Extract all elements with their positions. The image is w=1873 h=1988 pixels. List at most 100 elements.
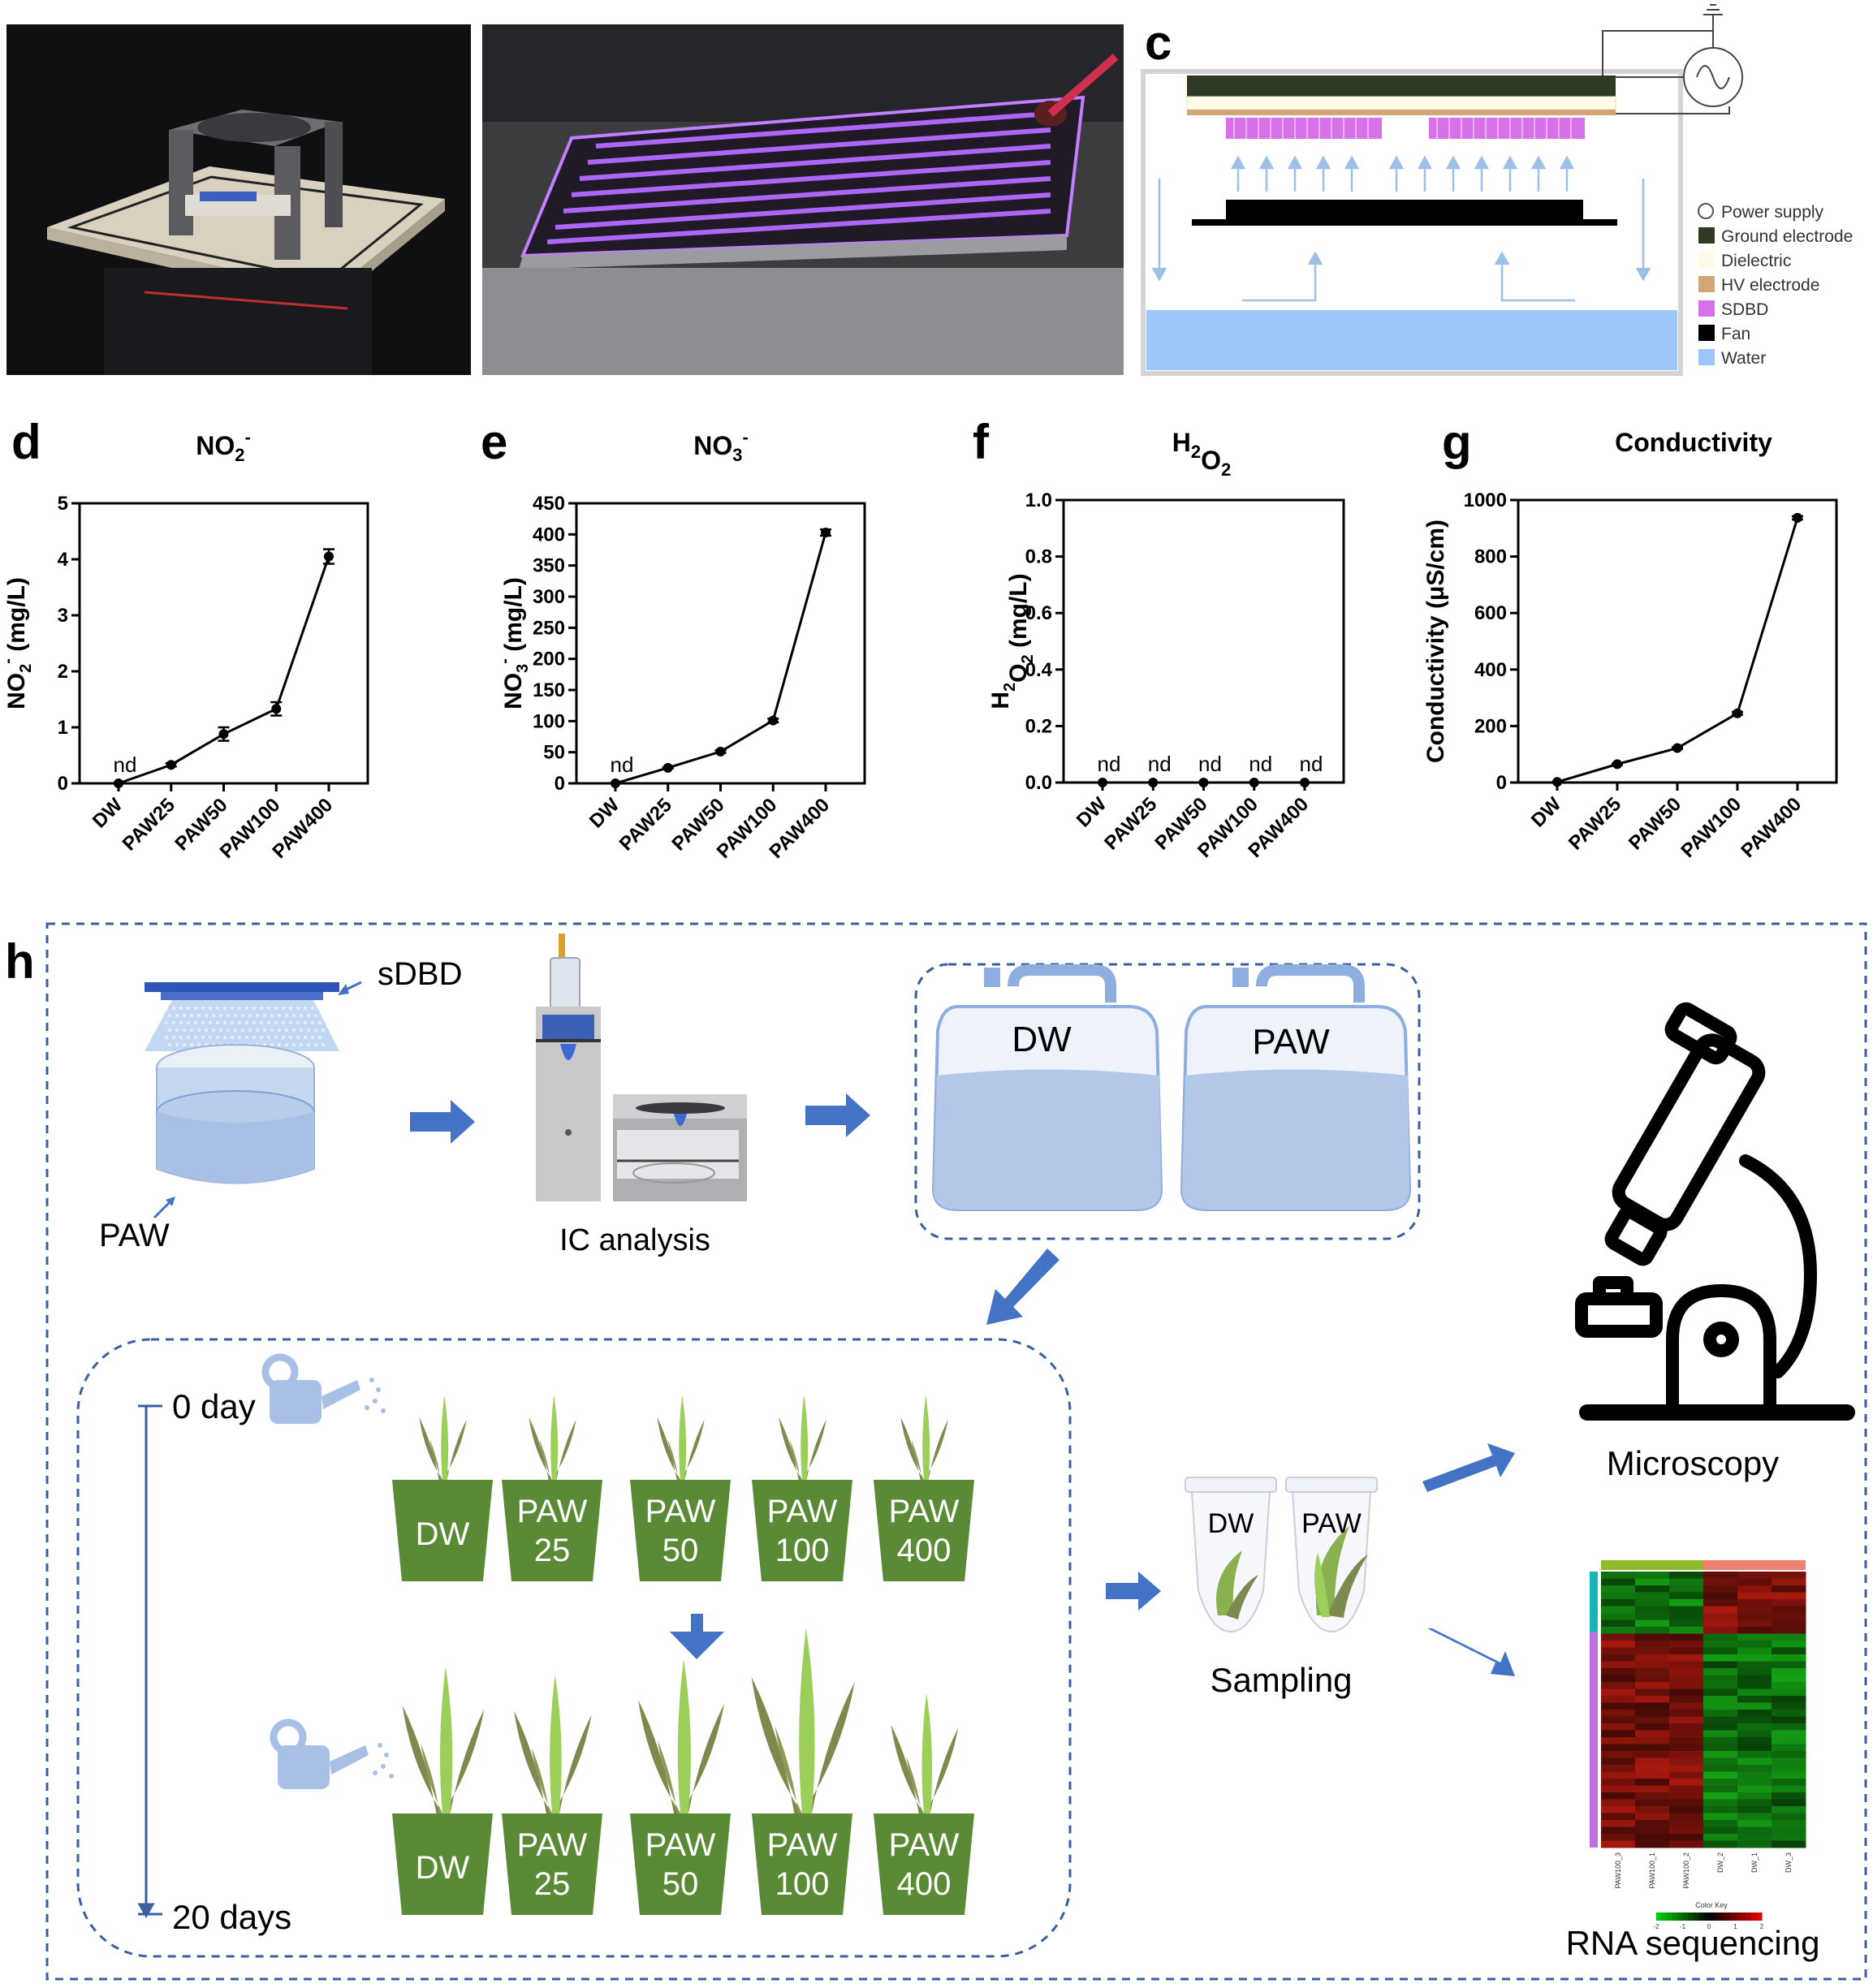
- heatmap-cell: [1737, 1779, 1772, 1786]
- leaf: [657, 1417, 680, 1480]
- heatmap-cell: [1772, 1737, 1806, 1744]
- data-point: [821, 528, 831, 538]
- heatmap-col-label: PAW100_3: [1614, 1852, 1622, 1889]
- heatmap-cell: [1703, 1826, 1738, 1835]
- heatmap-cell: [1601, 1826, 1636, 1835]
- heatmap-key-cell: [1672, 1913, 1678, 1921]
- heatmap-cell: [1669, 1702, 1704, 1710]
- heatmap-cell: [1772, 1688, 1806, 1697]
- plasma-dot: [197, 1014, 201, 1017]
- heatmap-cell: [1737, 1792, 1772, 1800]
- heatmap-cell: [1635, 1737, 1670, 1744]
- x-tick-label: DW: [1072, 793, 1111, 832]
- paw-label: PAW: [99, 1218, 170, 1253]
- heatmap-cell: [1703, 1806, 1738, 1813]
- data-point: [1148, 778, 1159, 787]
- heatmap-cell: [1703, 1834, 1738, 1841]
- heatmap-key-cell: [1703, 1913, 1710, 1921]
- heatmap-cell: [1635, 1751, 1670, 1758]
- plasma-dot: [296, 1007, 300, 1010]
- plasma-dot: [216, 1007, 219, 1010]
- y-tick-label: 2: [58, 661, 68, 683]
- plasma-dot: [296, 1021, 300, 1024]
- data-point: [1672, 743, 1682, 753]
- plasma-dot: [260, 1007, 263, 1010]
- plasma-dot: [183, 1028, 186, 1032]
- heatmap-cell: [1703, 1710, 1738, 1717]
- electrode-photo: [482, 24, 1124, 375]
- annotation-nd: nd: [1300, 752, 1323, 776]
- heatmap-cell: [1601, 1585, 1636, 1593]
- leaf: [552, 1714, 592, 1813]
- heatmap-cell: [1669, 1840, 1704, 1848]
- heatmap-cell: [1635, 1744, 1670, 1752]
- heatmap-cell: [1635, 1779, 1670, 1786]
- y-tick-label: 3: [58, 605, 68, 627]
- plant-pot: [630, 1480, 731, 1581]
- x-tick-label: PAW25: [1100, 793, 1161, 854]
- heatmap-cell: [1703, 1682, 1738, 1689]
- heatmap-cell: [1703, 1757, 1738, 1766]
- leaf: [801, 1395, 809, 1480]
- heatmap-cell: [1703, 1737, 1738, 1744]
- pot-label: PAW: [645, 1494, 716, 1529]
- y-tick-label: 4: [58, 549, 69, 571]
- heatmap-group-bar: [1601, 1560, 1703, 1570]
- heatmap-cluster-bar: [1590, 1632, 1598, 1848]
- heatmap-cell: [1772, 1647, 1806, 1655]
- heatmap-cell: [1635, 1627, 1670, 1634]
- annotation-nd: nd: [611, 753, 634, 777]
- plasma-dot: [318, 1036, 322, 1039]
- plasma-dot: [209, 1021, 212, 1024]
- heatmap-cell: [1601, 1613, 1636, 1620]
- leaf: [677, 1659, 691, 1813]
- leaf: [799, 1628, 815, 1813]
- pot-label: PAW: [645, 1827, 716, 1863]
- airflow-arrowhead: [1287, 155, 1303, 170]
- jug-dw: [931, 964, 1163, 1211]
- leaf: [802, 1682, 855, 1813]
- plasma-dot: [252, 1007, 256, 1010]
- watering-can-icon-1: [261, 1353, 386, 1424]
- heatmap-cell: [1669, 1779, 1704, 1786]
- heatmap-cell: [1772, 1779, 1806, 1786]
- series-line: [118, 556, 330, 785]
- heatmap-cell: [1635, 1641, 1670, 1648]
- heatmap-cell: [1737, 1737, 1772, 1744]
- heatmap-cell: [1772, 1785, 1806, 1793]
- plasma-dot: [311, 1021, 314, 1024]
- x-tick-label: DW: [585, 794, 624, 833]
- legend-label: Power supply: [1721, 203, 1824, 222]
- plasma-dot: [256, 1014, 259, 1017]
- plasma-treatment-icon: [145, 981, 362, 1219]
- pot-label: 100: [775, 1866, 830, 1902]
- heatmap-cell: [1669, 1785, 1704, 1793]
- y-tick-label: 100: [533, 710, 565, 732]
- heatmap-cell: [1669, 1820, 1704, 1827]
- time-end-label: 20 days: [172, 1898, 291, 1936]
- heatmap-cell: [1737, 1641, 1772, 1648]
- pot-label: 50: [662, 1866, 699, 1902]
- plasma-dot: [252, 1021, 256, 1024]
- y-tick-label: 250: [533, 617, 565, 639]
- jug-dw-label: DW: [1012, 1020, 1072, 1059]
- plasma-dot: [318, 1021, 322, 1024]
- plasma-dot: [238, 1007, 241, 1010]
- plasma-dot: [187, 1007, 190, 1010]
- leaf: [529, 1417, 552, 1480]
- heatmap-cell: [1669, 1792, 1704, 1800]
- heatmap-cell: [1669, 1682, 1704, 1689]
- plasma-dot: [270, 1043, 274, 1046]
- heatmap-cell: [1635, 1799, 1670, 1807]
- sdbd-discharge: [1226, 118, 1585, 139]
- heatmap-cell: [1669, 1826, 1704, 1835]
- airflow-arrowhead: [1559, 155, 1575, 170]
- heatmap-cell: [1772, 1716, 1806, 1724]
- jug-paw-label: PAW: [1252, 1022, 1330, 1062]
- heatmap-cell: [1635, 1785, 1670, 1793]
- heatmap-cell: [1703, 1730, 1738, 1738]
- heatmap-key-cell: [1693, 1913, 1699, 1921]
- heatmap-cell: [1669, 1578, 1704, 1586]
- heatmap-cell: [1635, 1834, 1670, 1841]
